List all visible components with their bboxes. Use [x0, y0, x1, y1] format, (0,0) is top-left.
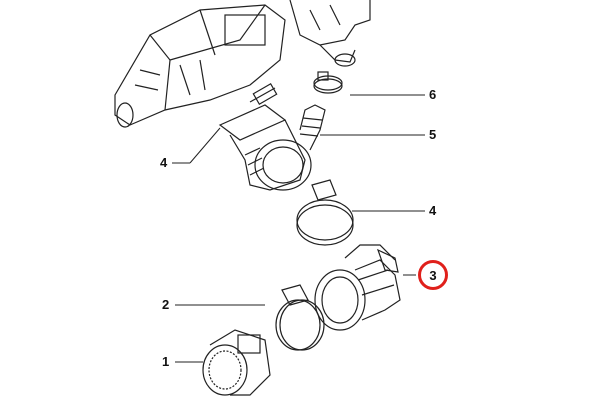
- callout-2: 2: [162, 297, 170, 312]
- hose-clamp-4: [296, 179, 354, 246]
- intake-boot: [218, 82, 326, 191]
- callout-1: 1: [162, 354, 170, 369]
- callout-4-right: 4: [429, 203, 437, 218]
- hose-clamp-2: [275, 284, 325, 351]
- callout-3-text: 3: [429, 267, 437, 283]
- hose-clamp-6: [313, 71, 343, 94]
- coolant-pipe: [289, 0, 371, 67]
- callout-6: 6: [429, 87, 437, 102]
- callout-5: 5: [429, 127, 437, 142]
- callout-3-highlighted[interactable]: 3: [418, 260, 448, 290]
- leader-lines: [172, 94, 425, 363]
- intake-hose-3: [314, 244, 401, 331]
- throttle-housing: [114, 4, 286, 128]
- air-mass-meter-1: [202, 329, 271, 396]
- callout-4-left: 4: [160, 155, 168, 170]
